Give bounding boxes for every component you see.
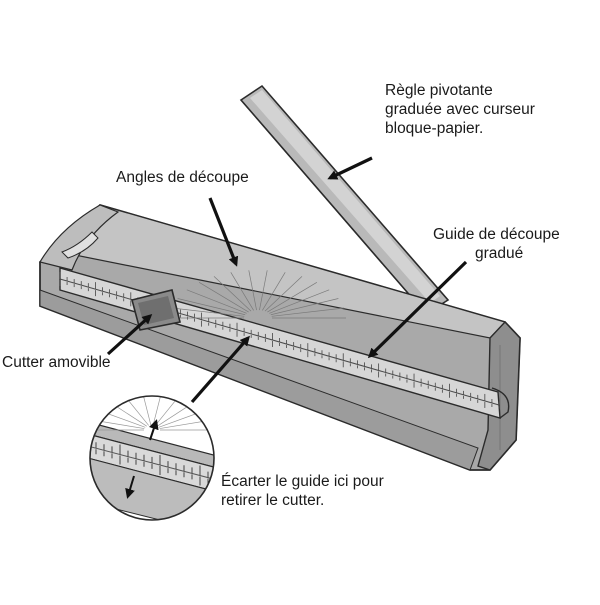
graduation-mark xyxy=(177,298,246,316)
graduation-mark xyxy=(198,282,249,313)
cutter-label: Cutter amovible xyxy=(2,354,111,371)
instruction-label: Écarter le guide ici pour retirer le cut… xyxy=(221,472,384,510)
instruction-label-line-2: retirer le cutter. xyxy=(221,492,325,509)
guide-label-line-1: Guide de découpe xyxy=(433,226,560,243)
graduation-mark xyxy=(230,272,254,311)
graduation-mark xyxy=(271,307,345,317)
callout-arrows xyxy=(106,156,468,404)
zoom-inset xyxy=(89,395,215,521)
pivoting-ruler[interactable] xyxy=(239,84,450,316)
graduation-mark xyxy=(262,272,286,311)
guide-label-line-2: gradué xyxy=(475,245,524,262)
guide-label: Guide de découpe gradué xyxy=(433,225,560,263)
graduation-mark xyxy=(270,298,339,316)
instruction-label-line-1: Écarter le guide ici pour xyxy=(221,473,384,490)
graduation-mark xyxy=(248,270,257,311)
ruler-label: Règle pivotante graduée avec curseur blo… xyxy=(385,81,535,138)
graduation-mark xyxy=(264,276,303,312)
graduation-mark xyxy=(186,289,247,314)
ruler-label-line-3: bloque-papier. xyxy=(385,120,484,137)
ruler-label-line-1: Règle pivotante xyxy=(385,82,493,99)
graduation-mark xyxy=(171,307,245,317)
graduation-mark xyxy=(269,289,330,314)
graduation-mark xyxy=(259,270,268,311)
angles-label: Angles de découpe xyxy=(116,169,249,186)
graduation-mark xyxy=(267,282,318,313)
ruler-label-line-2: graduée avec curseur xyxy=(385,101,535,118)
cutting-angle-lines xyxy=(170,270,346,319)
guide-graduations xyxy=(59,272,500,409)
graduation-mark xyxy=(213,276,252,312)
